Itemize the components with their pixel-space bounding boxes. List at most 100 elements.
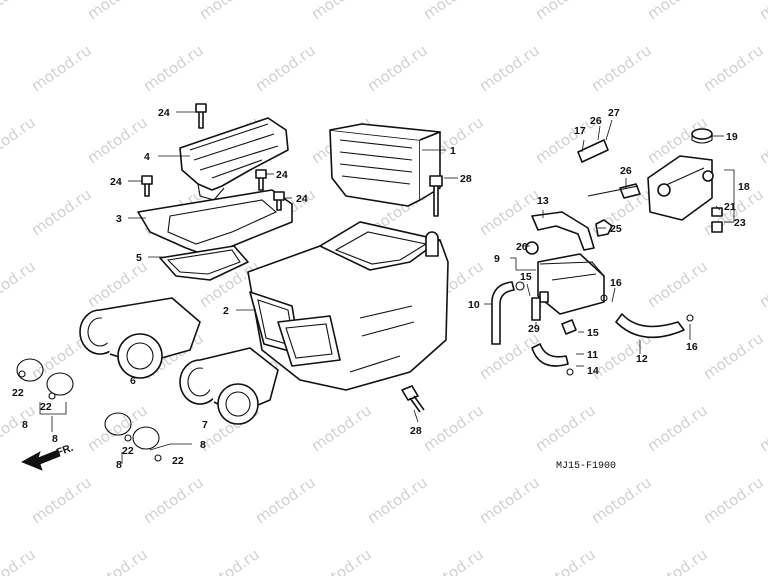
callout-label: 6: [130, 375, 136, 387]
watermark-text: motod.ru: [532, 401, 599, 455]
cap-19: [691, 128, 713, 144]
watermark-text: motod.ru: [196, 0, 263, 23]
watermark-text: motod.ru: [0, 545, 39, 576]
watermark-text: motod.ru: [644, 257, 711, 311]
callout-label: 11: [587, 349, 598, 361]
watermark-text: motod.ru: [588, 473, 655, 527]
watermark-text: motod.ru: [0, 257, 39, 311]
callout-label: 26: [620, 165, 632, 177]
watermark-text: motod.ru: [84, 0, 151, 23]
watermark-text: motod.ru: [644, 401, 711, 455]
callout-label: 18: [738, 181, 750, 193]
watermark-text: motod.ru: [364, 473, 431, 527]
air-cleaner-case: [247, 221, 449, 391]
callout-label: 27: [608, 107, 620, 119]
callout-label: 26: [590, 115, 602, 127]
callout-label: 8: [116, 459, 122, 471]
callout-label: 16: [610, 277, 622, 289]
watermark-text: motod.ru: [28, 41, 95, 95]
callout-label: 28: [460, 173, 472, 185]
front-direction-label: FR.: [55, 442, 75, 459]
watermark-text: motod.ru: [756, 401, 768, 455]
air-filter-element: [329, 123, 441, 207]
leader-lines: [39, 111, 735, 464]
front-direction-arrow: FR.: [21, 442, 75, 471]
callout-label: 20: [516, 241, 528, 253]
watermark-text: motod.ru: [140, 473, 207, 527]
intake-funnel-6: [79, 297, 201, 379]
callout-label: 19: [726, 131, 738, 143]
watermark-text: motod.ru: [28, 185, 95, 239]
watermark-text: motod.ru: [532, 545, 599, 576]
intake-funnel-7: [179, 347, 279, 425]
watermark-text: motod.ru: [756, 113, 768, 167]
callout-label: 28: [410, 425, 422, 437]
watermark-text: motod.ru: [196, 545, 263, 576]
callout-label: 22: [12, 387, 24, 399]
callout-label: 24: [158, 107, 170, 119]
watermark-text: motod.ru: [84, 545, 151, 576]
callout-label: 10: [468, 299, 480, 311]
watermark-text: motod.ru: [532, 0, 599, 23]
watermark-text: motod.ru: [756, 0, 768, 23]
watermark-text: motod.ru: [756, 545, 768, 576]
callout-label: 8: [52, 433, 58, 445]
bracket-13: [531, 211, 595, 251]
callout-label: 3: [116, 213, 122, 225]
watermark-text: motod.ru: [0, 401, 39, 455]
tube-11: [531, 343, 569, 367]
diagram-code: MJ15-F1900: [556, 461, 616, 472]
watermark-text: motod.ru: [84, 113, 151, 167]
watermark-text: motod.ru: [252, 473, 319, 527]
gasket-seal: [159, 245, 249, 281]
callout-numbers: 1 2 3 4 5 6 7 8 8 8 8 9 10 11 12 13 14 1…: [12, 107, 750, 471]
callout-label: 15: [520, 271, 532, 283]
callout-label: 25: [610, 223, 622, 235]
watermark-text: motod.ru: [700, 41, 767, 95]
callout-label: 13: [537, 195, 549, 207]
callout-label: 29: [528, 323, 540, 335]
watermark-text: motod.ru: [308, 545, 375, 576]
watermark-text: motod.ru: [364, 41, 431, 95]
hose-12: [615, 313, 685, 339]
watermark-text: motod.ru: [0, 0, 39, 23]
watermark-text: motod.ru: [252, 41, 319, 95]
watermark-text: motod.ru: [28, 473, 95, 527]
watermark-text: motod.ru: [700, 473, 767, 527]
watermark-text: motod.ru: [0, 113, 39, 167]
watermark-text: motod.ru: [588, 41, 655, 95]
callout-label: 7: [202, 419, 208, 431]
callout-label: 24: [110, 176, 122, 188]
breather-chamber-9: [537, 253, 605, 315]
callout-label: 22: [172, 455, 184, 467]
watermark-text: motod.ru: [420, 0, 487, 23]
callout-label: 8: [22, 419, 28, 431]
callout-label: 24: [296, 193, 308, 205]
callout-label: 5: [136, 252, 142, 264]
watermark-text: motod.ru: [308, 0, 375, 23]
callout-label: 15: [587, 327, 599, 339]
hose-clamps: [16, 358, 162, 462]
callout-label: 4: [144, 151, 150, 163]
callout-label: 22: [122, 445, 134, 457]
watermark-text: motod.ru: [476, 329, 543, 383]
callout-label: 12: [636, 353, 648, 365]
callout-label: 9: [494, 253, 500, 265]
callout-label: 23: [734, 217, 746, 229]
bolts: [141, 103, 443, 413]
callout-label: 8: [200, 439, 206, 451]
watermark-text: motod.ru: [644, 0, 711, 23]
callout-label: 14: [587, 365, 599, 377]
hose-10: [491, 281, 515, 345]
callout-label: 1: [450, 145, 456, 157]
watermark-text: motod.ru: [308, 401, 375, 455]
callout-label: 16: [686, 341, 698, 353]
watermark-text: motod.ru: [476, 185, 543, 239]
callout-label: 17: [574, 125, 586, 137]
watermark-text: motod.ru: [420, 401, 487, 455]
air-intake-cover: [179, 117, 289, 201]
callout-label: 2: [223, 305, 229, 317]
callout-label: 21: [724, 201, 736, 213]
